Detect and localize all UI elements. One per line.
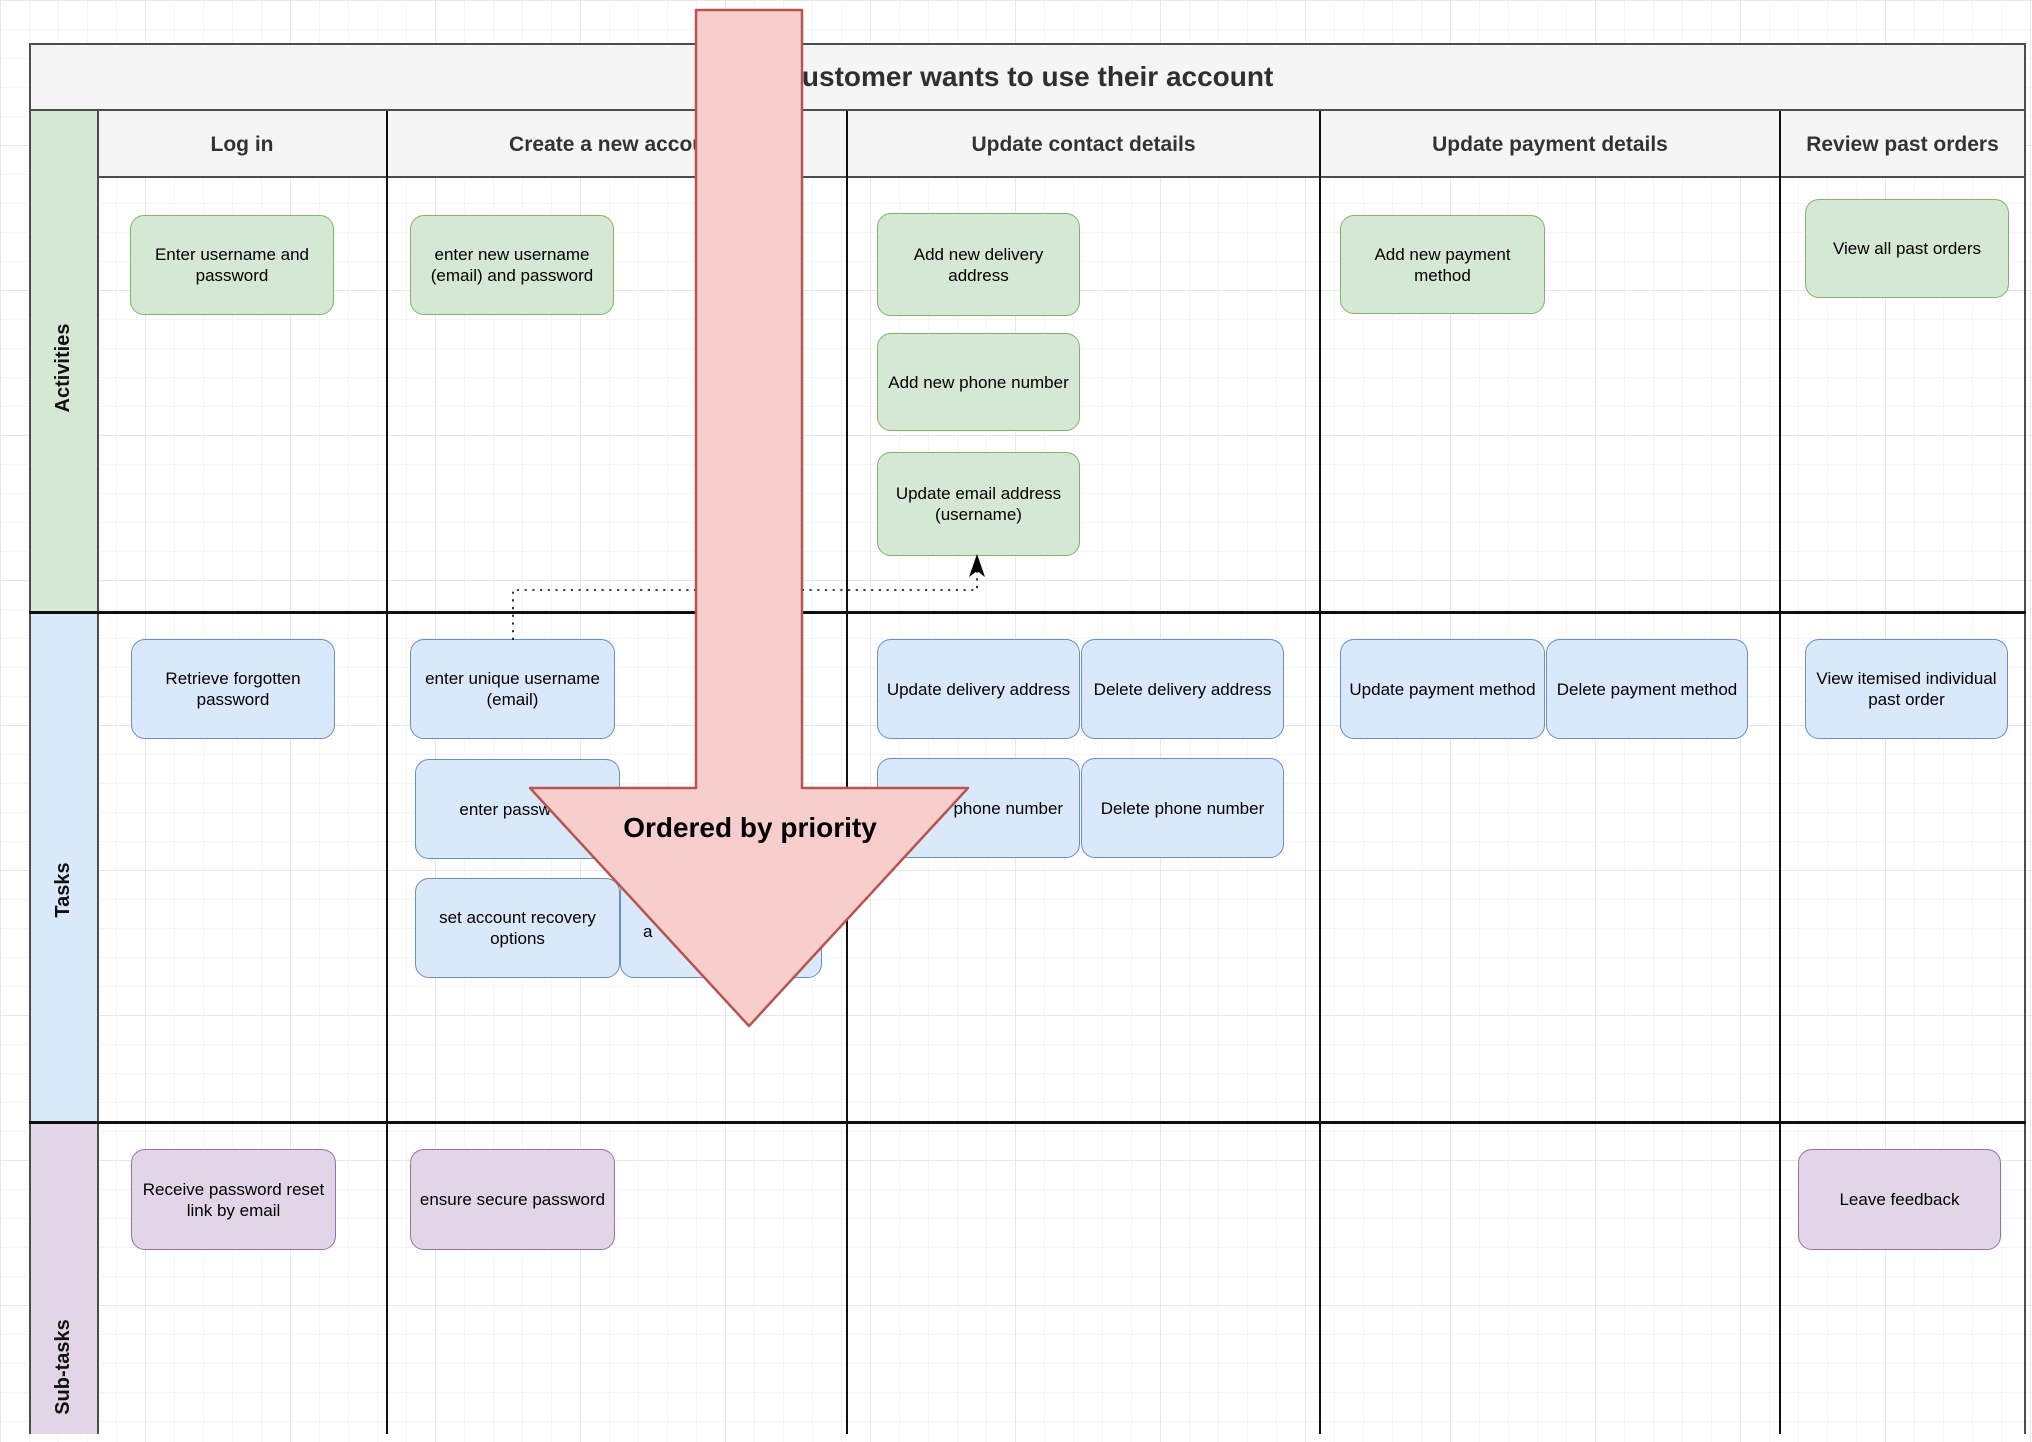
row-label-tasks: Tasks: [52, 862, 74, 918]
row-strip-tasks[interactable]: [31, 611, 97, 1121]
activity-box-new-username-password[interactable]: enter new username (email) and password: [410, 215, 614, 315]
table-border-right: [2024, 43, 2026, 1434]
row-label-activities: Activities: [52, 323, 74, 413]
column-divider-2: [846, 111, 848, 1434]
map-title: Customer wants to use their account: [781, 61, 1274, 92]
row-strip-activities[interactable]: [31, 111, 97, 611]
column-divider-3: [1319, 111, 1321, 1434]
task-box-delete-delivery-address[interactable]: Delete delivery address: [1081, 639, 1284, 739]
task-box-obscured[interactable]: a: [620, 878, 822, 978]
header-divider: [97, 176, 2026, 178]
task-box-delete-payment-method[interactable]: Delete payment method: [1546, 639, 1748, 739]
task-box-retrieve-forgotten-password[interactable]: Retrieve forgotten password: [131, 639, 335, 739]
column-header-review[interactable]: Review past orders: [1780, 111, 2025, 178]
subtask-box-ensure-secure-password[interactable]: ensure secure password: [410, 1149, 615, 1250]
activity-box-add-phone-number[interactable]: Add new phone number: [877, 333, 1080, 431]
subtask-box-password-reset-link[interactable]: Receive password reset link by email: [131, 1149, 336, 1250]
activity-box-add-delivery-address[interactable]: Add new delivery address: [877, 213, 1080, 316]
row-divider-tasks-subtasks: [29, 1121, 2026, 1124]
activity-box-enter-username-password[interactable]: Enter username and password: [130, 215, 334, 315]
column-divider-1: [386, 111, 388, 1434]
task-box-enter-unique-username[interactable]: enter unique username (email): [410, 639, 615, 739]
table-border-left: [29, 43, 31, 1434]
subtask-box-leave-feedback[interactable]: Leave feedback: [1798, 1149, 2001, 1250]
task-box-delete-phone-number[interactable]: Delete phone number: [1081, 758, 1284, 858]
table-border-top: [29, 43, 2026, 45]
task-box-set-account-recovery[interactable]: set account recovery options: [415, 878, 620, 978]
title-divider: [29, 109, 2026, 111]
column-header-payment[interactable]: Update payment details: [1320, 111, 1780, 178]
priority-arrow-label: Ordered by priority: [623, 812, 877, 843]
column-divider-4: [1779, 111, 1781, 1434]
activity-box-add-payment-method[interactable]: Add new payment method: [1340, 215, 1545, 314]
map-title-bar[interactable]: Customer wants to use their account: [29, 43, 2026, 111]
column-header-contact[interactable]: Update contact details: [847, 111, 1320, 178]
task-box-update-delivery-address[interactable]: Update delivery address: [877, 639, 1080, 739]
dotted-connector[interactable]: [512, 560, 978, 640]
label-column-divider: [97, 109, 99, 1434]
row-strip-subtasks[interactable]: [31, 1121, 97, 1434]
activity-box-update-email-address[interactable]: Update email address (username): [877, 452, 1080, 556]
column-header-create[interactable]: Create a new account: [387, 111, 847, 178]
row-label-subtasks: Sub-tasks: [52, 1319, 74, 1415]
connector-arrowhead-icon: [969, 554, 985, 577]
column-header-login[interactable]: Log in: [97, 111, 387, 178]
activity-box-view-all-past-orders[interactable]: View all past orders: [1805, 199, 2009, 298]
task-box-update-payment-method[interactable]: Update payment method: [1340, 639, 1545, 739]
row-divider-activities-tasks: [29, 611, 2026, 614]
task-box-view-itemised-order[interactable]: View itemised individual past order: [1805, 639, 2008, 739]
